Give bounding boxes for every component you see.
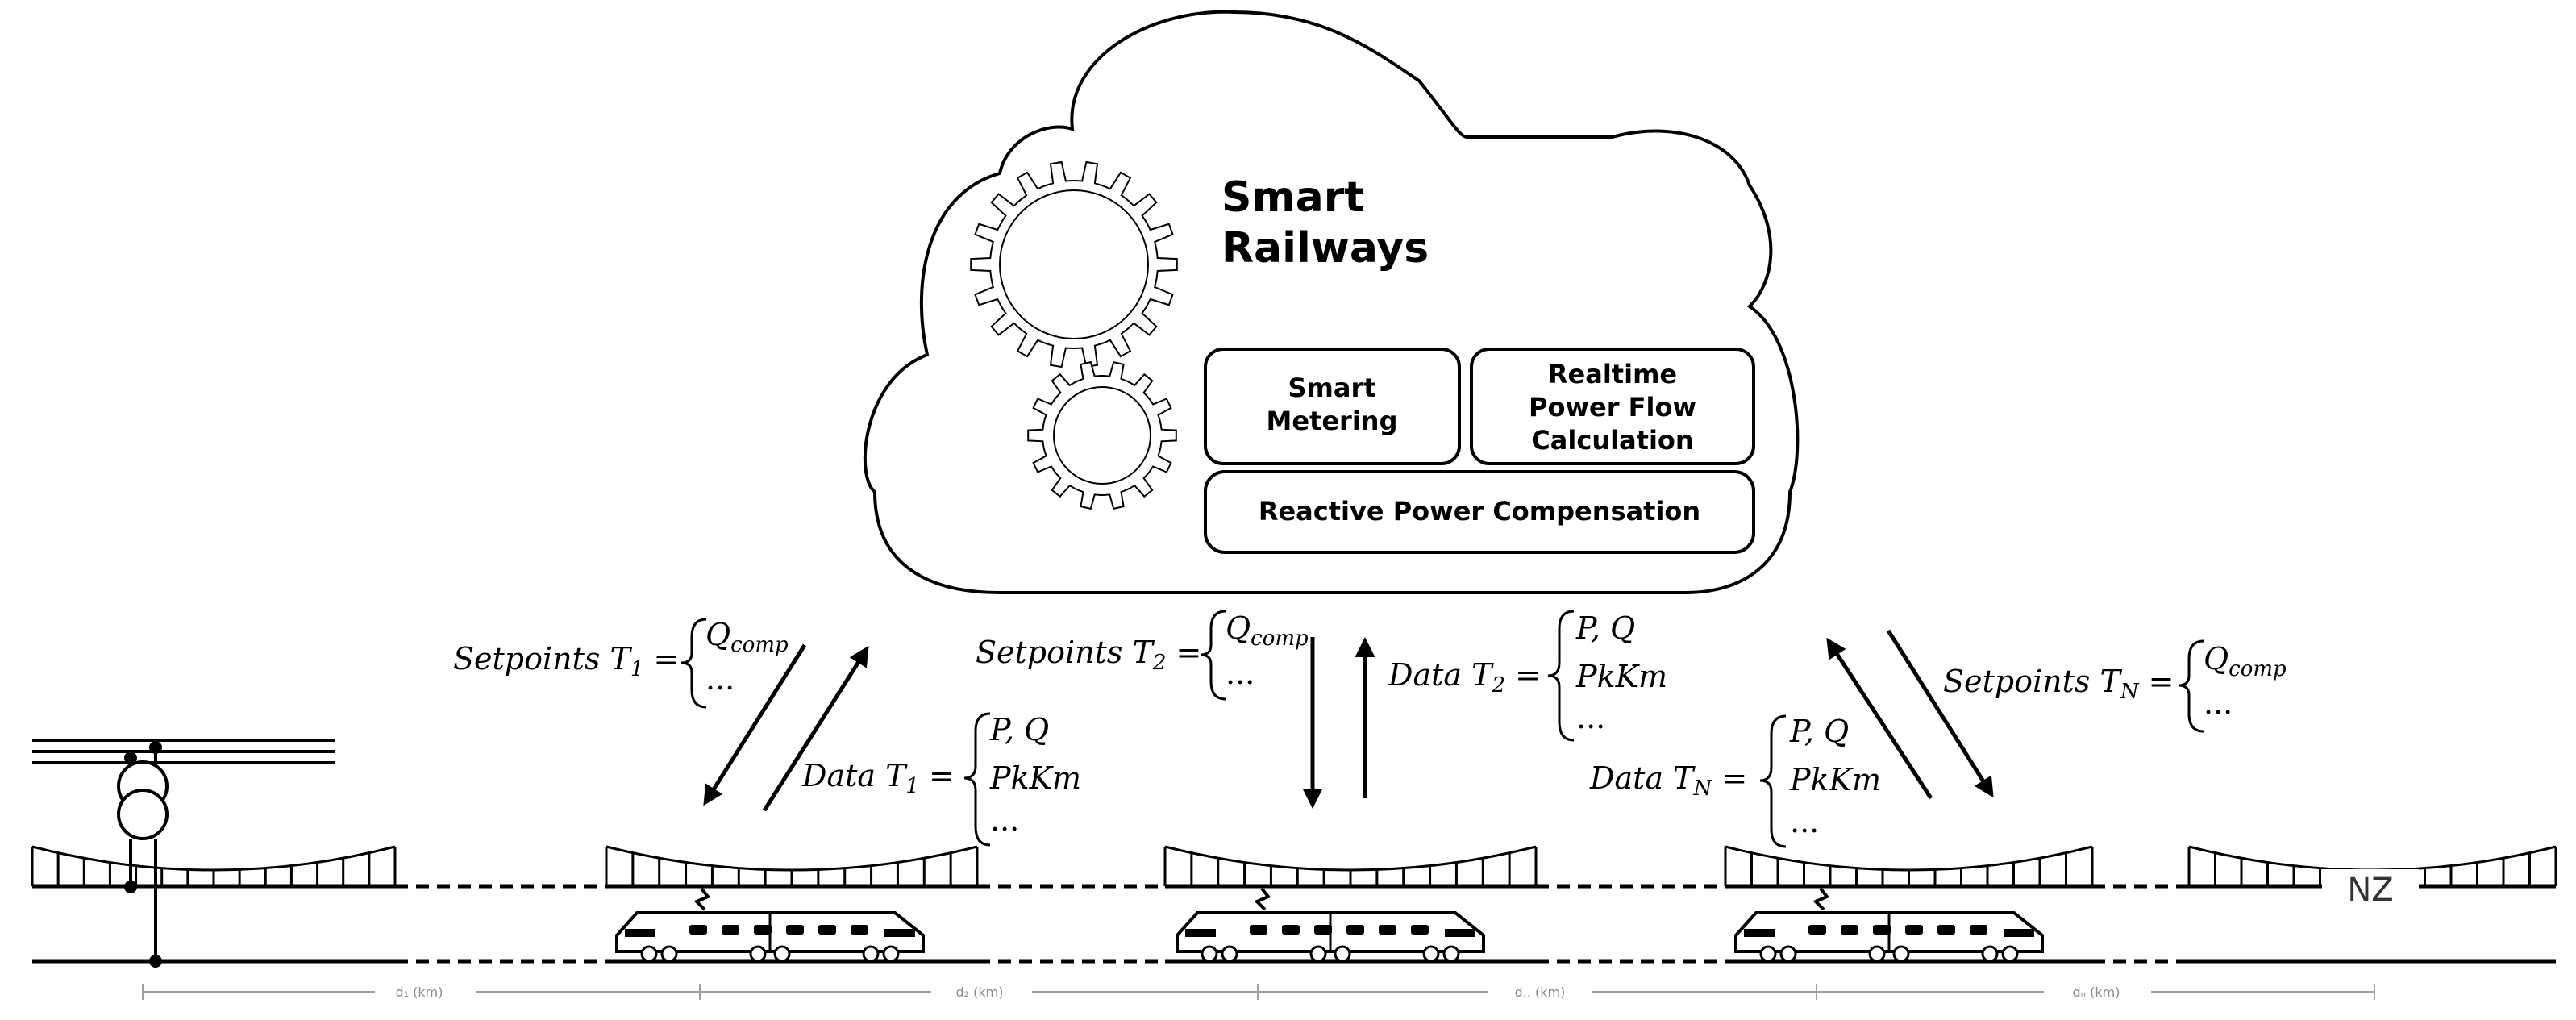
svg-text:Data TN =: Data TN = [1589, 760, 1747, 801]
small-gear-icon [1027, 360, 1177, 510]
train [615, 887, 925, 963]
neutral-zone-label: NZ [2347, 872, 2393, 909]
svg-text:Qcomp: Qcomp [1226, 610, 1309, 651]
svg-text:...: ... [1790, 804, 1819, 839]
svg-text:PkKm: PkKm [1789, 762, 1881, 797]
data-tn-label: Data TN = P, Q PkKm ... [1589, 714, 1881, 848]
distance-label-d4: dₙ (km) [2073, 985, 2120, 1000]
trains [615, 887, 2044, 963]
catenary-sections [31, 845, 2557, 889]
svg-text:...: ... [1226, 656, 1255, 691]
svg-text:...: ... [2204, 685, 2233, 721]
smart-metering-line2: Metering [1267, 406, 1398, 436]
distance-label-d3: d.. (km) [1515, 985, 1566, 1000]
catenary-section [31, 845, 397, 889]
svg-text:P, Q: P, Q [1789, 714, 1849, 749]
svg-text:Qcomp: Qcomp [705, 617, 789, 657]
setpoints-t1-label: Setpoints T1 = Qcomp ... [453, 617, 789, 709]
data-t1-label: Data T1 = P, Q PkKm ... [801, 712, 1081, 847]
data-t1-arrow [762, 645, 869, 812]
svg-text:Data T1 =: Data T1 = [801, 758, 955, 798]
setpoints-t2-label: Setpoints T2 = Qcomp ... [976, 610, 1309, 701]
setpoints-tn-label: Setpoints TN = Qcomp ... [1943, 639, 2287, 733]
power-flow-line2: Power Flow [1529, 392, 1696, 423]
power-flow-box: Realtime Power Flow Calculation [1470, 348, 1755, 465]
catenary-section [1724, 845, 2094, 889]
large-gear-icon [970, 160, 1178, 368]
distance-label-d1: d₁ (km) [396, 985, 443, 1000]
distance-dimensions [142, 984, 2375, 1000]
cloud-title-line2: Railways [1221, 224, 1429, 273]
cloud-title-line1: Smart [1221, 173, 1364, 222]
power-flow-line3: Calculation [1531, 425, 1693, 456]
svg-text:...: ... [1576, 700, 1605, 735]
catenary-section [1163, 845, 1538, 889]
svg-text:...: ... [705, 661, 735, 697]
neutral-zone-background [2322, 869, 2419, 906]
data-tn-arrow [1826, 637, 1933, 800]
reactive-power-box: Reactive Power Compensation [1204, 470, 1755, 554]
svg-text:P, Q: P, Q [1575, 610, 1635, 646]
svg-text:PkKm: PkKm [989, 760, 1081, 796]
svg-text:Setpoints T2 =: Setpoints T2 = [976, 635, 1201, 675]
catenary-section [605, 845, 979, 889]
data-t2-label: Data T2 = P, Q PkKm ... [1388, 610, 1667, 742]
svg-text:Setpoints TN =: Setpoints TN = [1943, 664, 2174, 704]
train [1176, 887, 1485, 963]
setpoints-tn-arrow [1886, 629, 1994, 798]
svg-text:Setpoints T1 =: Setpoints T1 = [453, 641, 679, 681]
substation-transformer [32, 739, 335, 968]
train [1734, 887, 2044, 963]
svg-text:Qcomp: Qcomp [2204, 641, 2287, 681]
reactive-power-label: Reactive Power Compensation [1259, 496, 1700, 527]
distance-label-d2: d₂ (km) [956, 985, 1004, 1000]
smart-metering-line1: Smart [1288, 373, 1375, 403]
power-flow-line1: Realtime [1548, 359, 1677, 389]
svg-text:P, Q: P, Q [989, 712, 1049, 747]
svg-text:...: ... [990, 802, 1019, 838]
setpoints-t1-arrow [703, 643, 807, 806]
svg-text:Data T2 =: Data T2 = [1388, 657, 1541, 697]
smart-metering-box: Smart Metering [1204, 348, 1461, 465]
svg-text:PkKm: PkKm [1575, 659, 1667, 694]
